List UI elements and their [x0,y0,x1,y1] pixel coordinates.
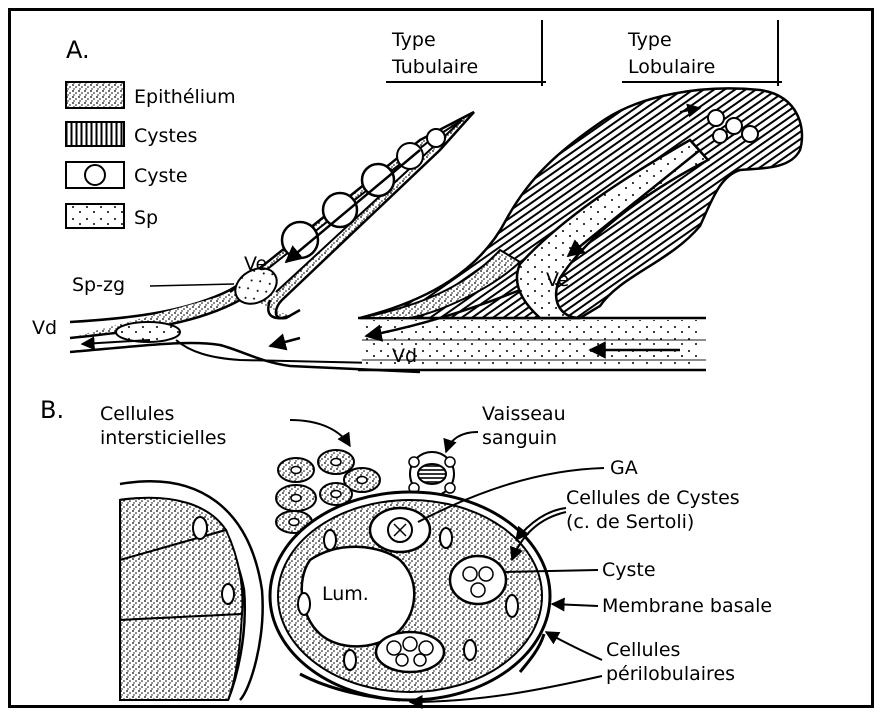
label-vd-right: Vd [392,345,417,367]
label-interstitial-line2: intersticielles [100,427,226,449]
cyst-circle-icon [85,165,105,185]
label-interstitial-line1: Cellules [100,403,174,425]
label-vessel-line2: sanguin [482,427,557,449]
legend-label-epithelium: Epithélium [134,86,236,108]
type-tubulaire-line2: Tubulaire [391,56,478,78]
label-perilob-line2: périlobulaires [606,663,735,685]
label-ve-right: Ve [546,269,569,291]
lobular-diagram [358,88,802,370]
label-lum: Lum. [322,583,369,605]
label-membrane: Membrane basale [602,595,772,617]
label-sp-zg: Sp-zg [72,274,125,296]
type-lobulaire-line2: Lobulaire [628,56,715,78]
label-ga: GA [610,457,638,479]
panel-a-letter: A. [66,36,90,64]
type-lobulaire-line1: Type [627,29,672,51]
legend-swatch-cystes [66,122,124,146]
legend-label-sp: Sp [134,207,158,229]
type-headers: Type Tubulaire Type Lobulaire [386,20,782,86]
type-tubulaire-line1: Type [391,29,436,51]
label-cyst-cells-line2: (c. de Sertoli) [566,511,694,533]
lobule-cross-section [270,492,550,700]
legend: Epithélium Cystes Cyste Sp [66,82,236,229]
label-vessel-line1: Vaisseau [482,403,566,425]
legend-label-cyste: Cyste [134,165,188,187]
legend-label-cystes: Cystes [134,125,197,147]
label-vd-left: Vd [32,317,57,339]
blood-vessel [409,452,455,496]
label-cyste: Cyste [602,559,656,581]
adjacent-lobule [120,481,263,700]
panel-b-letter: B. [40,396,64,424]
label-cyst-cells-line1: Cellules de Cystes [566,487,740,509]
label-ve-left: Ve [244,253,267,275]
label-perilob-line1: Cellules [606,639,680,661]
legend-swatch-epithelium [66,82,124,108]
legend-swatch-sp [66,204,124,228]
